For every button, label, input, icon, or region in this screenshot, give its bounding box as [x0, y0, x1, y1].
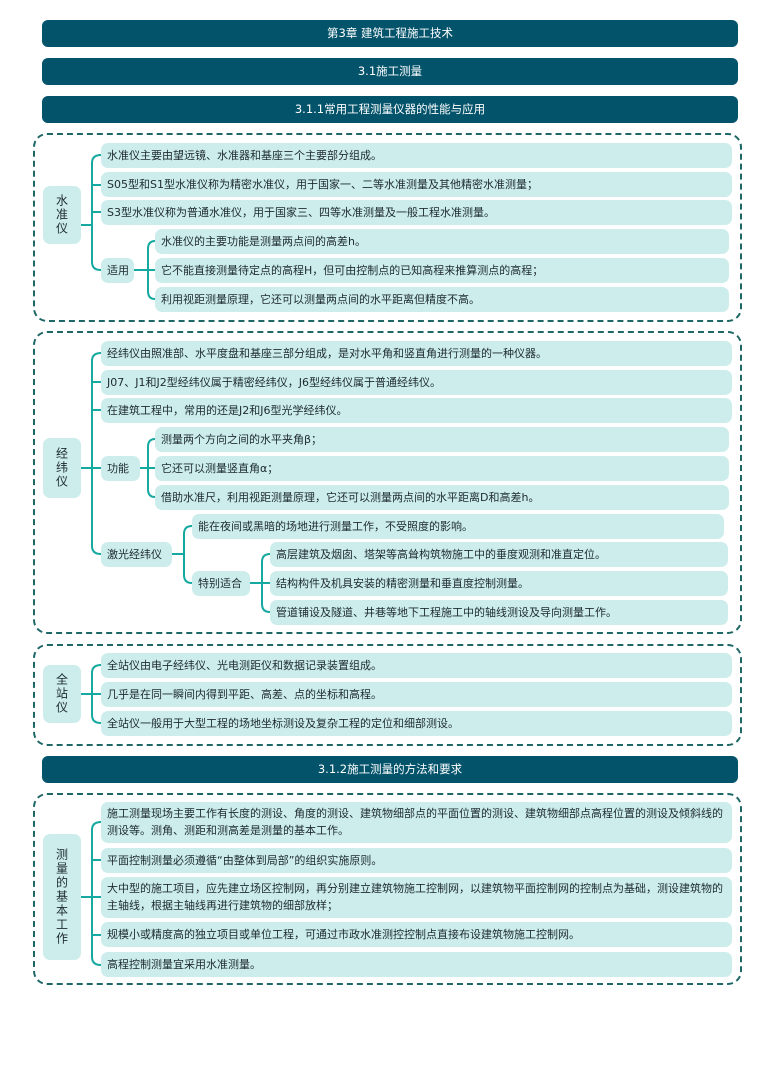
basic-work-item-5: 高程控制测量宜采用水准测量。: [101, 952, 732, 977]
theodolite-item-2: J07、J1和J2型经纬仪属于精密经纬仪，J6型经纬仪属于普通经纬仪。: [101, 370, 732, 395]
subsection-banner-3-1-2: 3.1.2施工测量的方法和要求: [42, 756, 738, 783]
root-node-basic-work: 测量的基本工作: [43, 834, 81, 960]
level-apply-item-1: 水准仪的主要功能是测量两点间的高差h。: [155, 229, 729, 254]
total-station-item-1: 全站仪由电子经纬仪、光电测距仪和数据记录装置组成。: [101, 653, 732, 678]
group-total-station: [33, 644, 742, 746]
theodolite-function-item-2: 它还可以测量竖直角α；: [155, 456, 729, 481]
laser-theodolite-item: 能在夜间或黑暗的场地进行测量工作，不受照度的影响。: [192, 514, 724, 539]
level-apply-item-2: 它不能直接测量待定点的高程H，但可由控制点的已知高程来推算测点的高程；: [155, 258, 729, 283]
laser-special-item-2: 结构构件及机具安装的精密测量和垂直度控制测量。: [270, 571, 728, 596]
total-station-item-2: 几乎是在同一瞬间内得到平距、高差、点的坐标和高程。: [101, 682, 732, 707]
theodolite-function-node: 功能: [101, 456, 140, 481]
total-station-item-3: 全站仪一般用于大型工程的场地坐标测设及复杂工程的定位和细部测设。: [101, 711, 732, 736]
chapter-banner: 第3章 建筑工程施工技术: [42, 20, 738, 47]
laser-special-item-1: 高层建筑及烟囱、塔架等高耸构筑物施工中的垂度观测和准直定位。: [270, 542, 728, 567]
basic-work-item-4: 规模小或精度高的独立项目或单位工程，可通过市政水准测控控制点直接布设建筑物施工控…: [101, 922, 732, 947]
basic-work-item-3: 大中型的施工项目，应先建立场区控制网，再分别建立建筑物施工控制网，以建筑物平面控…: [101, 877, 732, 918]
level-item-1: 水准仪主要由望远镜、水准器和基座三个主要部分组成。: [101, 143, 732, 168]
level-item-2: S05型和S1型水准仪称为精密水准仪，用于国家一、二等水准测量及其他精密水准测量…: [101, 172, 732, 197]
subsection-banner-3-1-1: 3.1.1常用工程测量仪器的性能与应用: [42, 96, 738, 123]
theodolite-function-item-3: 借助水准尺，利用视距测量原理，它还可以测量两点间的水平距离D和高差h。: [155, 485, 729, 510]
level-apply-item-3: 利用视距测量原理，它还可以测量两点间的水平距离但精度不高。: [155, 287, 729, 312]
theodolite-function-item-1: 测量两个方向之间的水平夹角β；: [155, 427, 729, 452]
theodolite-item-3: 在建筑工程中，常用的还是J2和J6型光学经纬仪。: [101, 398, 732, 423]
group-level-instrument: [33, 133, 742, 322]
root-node-level: 水准仪: [43, 186, 81, 244]
group-theodolite: [33, 331, 742, 634]
basic-work-item-1: 施工测量现场主要工作有长度的测设、角度的测设、建筑物细部点的平面位置的测设、建筑…: [101, 802, 732, 843]
laser-special-node: 特别适合: [192, 571, 250, 596]
laser-special-item-3: 管道铺设及隧道、井巷等地下工程施工中的轴线测设及导向测量工作。: [270, 600, 728, 625]
level-item-3: S3型水准仪称为普通水准仪，用于国家三、四等水准测量及一般工程水准测量。: [101, 200, 732, 225]
level-apply-node: 适用: [101, 258, 134, 283]
group-basic-work: [33, 793, 742, 985]
root-node-theodolite: 经纬仪: [43, 438, 81, 498]
basic-work-item-2: 平面控制测量必须遵循“由整体到局部”的组织实施原则。: [101, 848, 732, 873]
section-banner: 3.1施工测量: [42, 58, 738, 85]
theodolite-item-1: 经纬仪由照准部、水平度盘和基座三部分组成，是对水平角和竖直角进行测量的一种仪器。: [101, 341, 732, 366]
laser-theodolite-node: 激光经纬仪: [101, 542, 172, 567]
root-node-total-station: 全站仪: [43, 665, 81, 723]
